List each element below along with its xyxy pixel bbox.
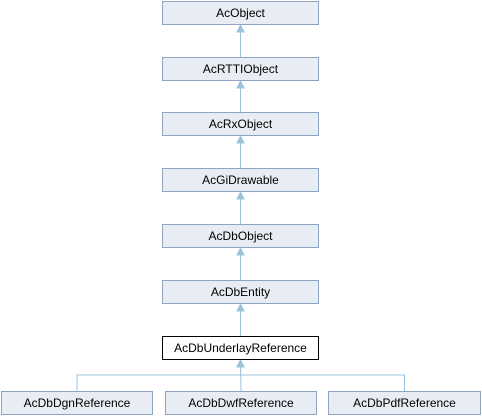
class-node-box: [162, 57, 319, 81]
class-node-box: [162, 280, 319, 304]
class-node-acdbunderlayreference: AcDbUnderlayReference: [162, 336, 319, 360]
inheritance-edge-acrttiobject-to-acobject: [236, 23, 245, 57]
edge-line: [76, 366, 241, 391]
edges-layer: [76, 23, 405, 392]
class-node-label: AcDbEntity: [211, 285, 270, 299]
class-node-label: AcRTTIObject: [203, 62, 279, 76]
inheritance-edge-acdbentity-to-acdbobject: [236, 246, 245, 280]
edge-line: [240, 366, 405, 391]
edge-arrowhead: [236, 134, 245, 144]
edge-arrowhead: [236, 246, 245, 256]
class-node-acdbentity[interactable]: AcDbEntity: [162, 280, 319, 304]
inheritance-edge-acdbdgnreference-to-acdbunderlayreference: [76, 358, 245, 391]
edge-arrowhead: [236, 358, 245, 368]
class-node-box: [162, 112, 319, 136]
class-node-acdbdwfreference[interactable]: AcDbDwfReference: [165, 391, 317, 415]
class-node-label: AcRxObject: [209, 117, 273, 131]
inheritance-edge-acdbunderlayreference-to-acdbentity: [236, 302, 245, 336]
class-node-acgidrawable[interactable]: AcGiDrawable: [162, 168, 319, 192]
class-node-label: AcDbPdfReference: [353, 396, 456, 410]
class-node-box: [1, 391, 153, 415]
class-node-acobject[interactable]: AcObject: [162, 1, 319, 25]
class-node-box: [328, 391, 481, 415]
inheritance-edge-acdbpdfreference-to-acdbunderlayreference: [236, 358, 405, 391]
class-node-label: AcDbDwfReference: [188, 396, 294, 410]
class-node-box: [162, 224, 319, 248]
edge-arrowhead: [236, 23, 245, 33]
class-node-label: AcDbObject: [208, 229, 273, 243]
class-node-label: AcObject: [216, 6, 265, 20]
class-node-acdbobject[interactable]: AcDbObject: [162, 224, 319, 248]
inheritance-edge-acdbobject-to-acgidrawable: [236, 190, 245, 224]
class-node-acrttiobject[interactable]: AcRTTIObject: [162, 57, 319, 81]
edge-arrowhead: [236, 79, 245, 89]
class-node-label: AcDbDgnReference: [24, 396, 131, 410]
class-node-label: AcGiDrawable: [202, 173, 279, 187]
class-node-box: [165, 391, 317, 415]
class-node-acdbdgnreference[interactable]: AcDbDgnReference: [1, 391, 153, 415]
edge-arrowhead: [236, 190, 245, 200]
inheritance-edge-acgidrawable-to-acrxobject: [236, 134, 245, 168]
inheritance-edge-acrxobject-to-acrttiobject: [236, 79, 245, 112]
class-node-box: [162, 336, 319, 360]
class-node-box: [162, 168, 319, 192]
class-node-acdbpdfreference[interactable]: AcDbPdfReference: [328, 391, 481, 415]
class-node-box: [162, 1, 319, 25]
edge-arrowhead: [236, 302, 245, 312]
class-node-acrxobject[interactable]: AcRxObject: [162, 112, 319, 136]
class-node-label: AcDbUnderlayReference: [174, 341, 307, 355]
